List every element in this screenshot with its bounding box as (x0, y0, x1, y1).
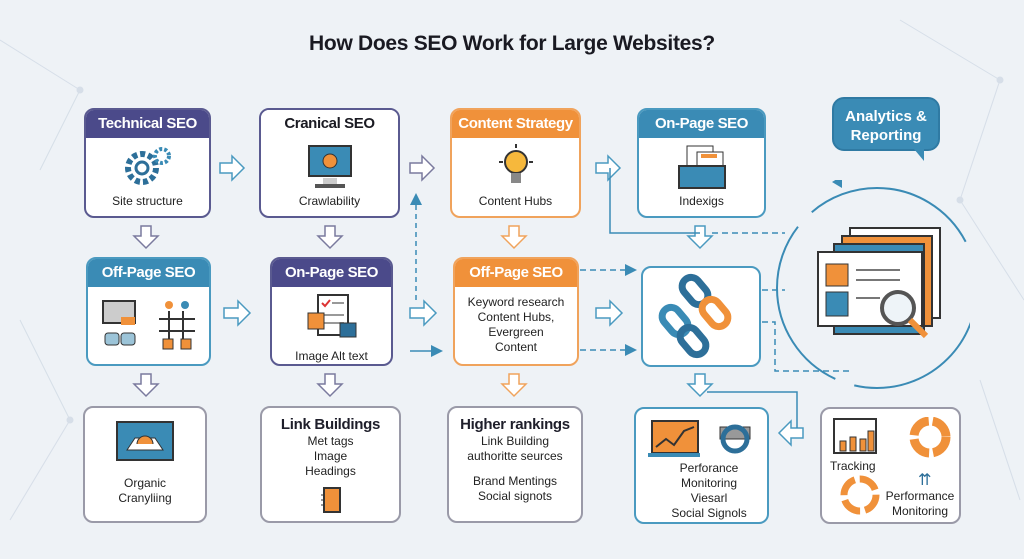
box-title: Cranical SEO (261, 110, 398, 138)
box-line: Cranyliing (118, 491, 172, 505)
arrow-right (223, 299, 252, 327)
bubble-line: Reporting (850, 127, 922, 144)
arrow-right (409, 154, 436, 182)
tracking-label: Tracking (830, 459, 876, 473)
box-line: Image (313, 449, 348, 463)
checklist-icon (307, 294, 356, 338)
documents-folder-icon (677, 145, 726, 189)
off-page-seo-left-box: Off-Page SEO (86, 257, 211, 366)
box-line: Headings (305, 464, 356, 478)
arrow-right (595, 299, 624, 327)
box-line: Social Signols (671, 506, 747, 520)
box-line: Monitoring (680, 476, 738, 490)
browser-icon (116, 421, 174, 461)
box-title: Content Strategy (452, 110, 579, 138)
network-icon (101, 300, 195, 350)
chain-links-icon (658, 273, 732, 359)
box-title: Off-Page SEO (455, 259, 577, 287)
higher-rankings-box: Higher rankings Link Building authoritte… (447, 406, 583, 523)
arrow-down (500, 373, 528, 398)
box-title: Link Buildings (280, 416, 381, 433)
arrow-down (316, 373, 344, 398)
box-line: Monitoring (891, 504, 949, 518)
bar-chart-icon: ⇈ (833, 417, 951, 515)
box-line: Keyword research (467, 295, 565, 309)
link-buildings-box: Link Buildings Met tags Image Headings (260, 406, 401, 523)
box-line: Perforance (679, 461, 739, 475)
svg-text:⇈: ⇈ (918, 470, 931, 489)
on-page-seo-mid-box: On-Page SEO Image Alt text (270, 257, 393, 366)
off-page-seo-mid-box: Off-Page SEO Keyword research Content Hu… (453, 257, 579, 366)
box-title: On-Page SEO (272, 259, 391, 287)
notebook-icon (320, 487, 341, 513)
arrow-down (132, 225, 160, 250)
arrow-down (686, 225, 714, 250)
gears-icon (124, 147, 171, 185)
box-line: Met tags (307, 434, 354, 448)
arrow-right (219, 154, 246, 182)
technical-seo-box: Technical SEO Site structure (84, 108, 211, 218)
box-text: Site structure (112, 194, 183, 208)
arrow-right (409, 299, 438, 327)
arrow-down (500, 225, 528, 250)
links-box (641, 266, 761, 367)
cranical-seo-box: Cranical SEO Crawlability (259, 108, 400, 218)
box-title: Technical SEO (86, 110, 209, 138)
box-text: Indexigs (679, 194, 724, 208)
box-line: Evergreen (488, 325, 544, 339)
arrow-right (595, 154, 622, 182)
tracking-box: ⇈ Tracking Performance Monitoring (820, 407, 961, 524)
arrow-down (316, 225, 344, 250)
box-title: Higher rankings (460, 416, 570, 433)
box-line: Brand Mentings (472, 474, 558, 488)
lightbulb-icon (498, 144, 533, 183)
box-line: authoritte seurces (467, 449, 563, 463)
box-line: Link Building (480, 434, 550, 448)
box-line: Organic (123, 476, 167, 490)
chart-laptop-icon (648, 420, 751, 457)
box-text: Crawlability (298, 194, 361, 208)
bubble-line: Analytics & (845, 108, 927, 125)
box-line: Performance (885, 489, 955, 503)
arrow-down (132, 373, 160, 398)
box-title: On-Page SEO (639, 110, 764, 138)
performance-box: Perforance Monitoring Viesarl Social Sig… (634, 407, 769, 524)
box-line: Social signots (477, 489, 553, 503)
analytics-reporting-bubble: Analytics & Reporting (832, 97, 940, 161)
box-title: Off-Page SEO (88, 259, 209, 287)
monitor-icon (307, 145, 352, 188)
box-line: Content Hubs, (477, 310, 555, 324)
report-magnifier-icon (776, 180, 970, 389)
arrow-left (777, 419, 804, 447)
page-title: How Does SEO Work for Large Websites? (309, 32, 715, 55)
content-strategy-box: Content Strategy Content Hubs (450, 108, 581, 218)
on-page-seo-top-box: On-Page SEO Indexigs (637, 108, 766, 218)
box-text: Content Hubs (478, 194, 553, 208)
box-line: Content (494, 340, 538, 354)
box-text: Image Alt text (295, 349, 368, 363)
box-line: Viesarl (690, 491, 728, 505)
arrow-down (686, 373, 714, 398)
